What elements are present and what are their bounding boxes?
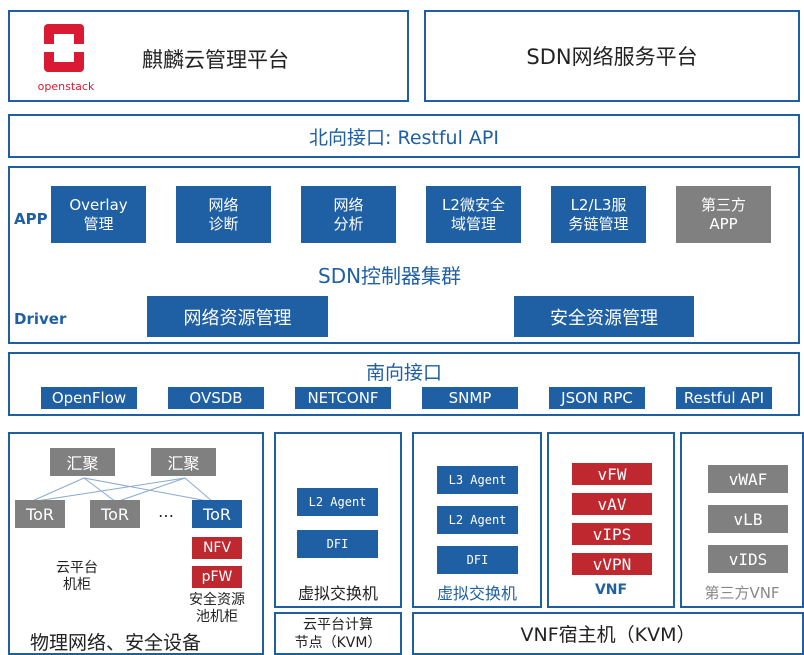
app-chain-line1: L2/L3服 <box>570 195 627 214</box>
cloud-cabinet-line1: 云平台 <box>56 560 98 576</box>
app-l2sec-line1: L2微安全 <box>442 195 505 214</box>
northbound-label: 北向接口: Restful API <box>309 126 499 149</box>
openstack-logo-icon <box>44 24 84 72</box>
app-overlay: Overlay 管理 <box>51 186 146 243</box>
third-party-vnf-label: 第三方VNF <box>704 584 780 602</box>
compute-node-line2: 节点（KVM） <box>294 635 382 651</box>
third-vids: vIDS <box>708 545 788 573</box>
nfv-device: NFV <box>192 537 242 559</box>
app-network-diagnosis: 网络 诊断 <box>176 186 271 243</box>
aggregation-switch-2: 汇聚 <box>151 448 216 476</box>
vnf-vfw: vFW <box>572 463 652 485</box>
cloud-compute-node: 云平台计算 节点（KVM） <box>274 612 402 655</box>
security-cabinet-label: 安全资源 池机柜 <box>176 592 258 626</box>
openstack-logo: openstack <box>24 20 104 98</box>
proto-openflow: OpenFlow <box>41 387 137 409</box>
tor-ellipsis: … <box>158 502 174 521</box>
proto-restful-api: Restful API <box>676 387 772 409</box>
vswitch1-label: 虚拟交换机 <box>297 584 378 603</box>
vnf-label: VNF <box>594 582 628 598</box>
aggregation-switch-1: 汇聚 <box>50 448 115 476</box>
vswitch2-dfi: DFI <box>437 546 518 574</box>
vnf-vav: vAV <box>572 493 652 515</box>
southbound-interface: 南向接口 <box>8 352 800 416</box>
vswitch-panel-1 <box>274 432 402 608</box>
proto-ovsdb: OVSDB <box>168 387 264 409</box>
vswitch1-dfi: DFI <box>297 530 378 558</box>
security-cabinet-line1: 安全资源 <box>189 592 245 608</box>
vnf-vips: vIPS <box>572 523 652 545</box>
cluster-title: SDN控制器集群 <box>318 264 462 288</box>
vswitch2-l3-agent: L3 Agent <box>437 466 518 494</box>
cloud-cabinet-line2: 机柜 <box>63 577 91 593</box>
driver-label: Driver <box>14 310 67 328</box>
app-network-analysis: 网络 分析 <box>301 186 396 243</box>
sdn-service-panel: SDN网络服务平台 <box>424 10 800 102</box>
driver-security-resource: 安全资源管理 <box>514 296 694 337</box>
proto-snmp: SNMP <box>422 387 518 409</box>
sdn-service-title: SDN网络服务平台 <box>526 45 698 69</box>
proto-netconf: NETCONF <box>295 387 391 409</box>
vswitch1-l2-agent: L2 Agent <box>297 488 378 516</box>
security-cabinet-line2: 池机柜 <box>196 609 238 625</box>
third-vwaf: vWAF <box>708 465 788 493</box>
app-analysis-line2: 分析 <box>333 214 364 233</box>
cloud-platform-title: 麒麟云管理平台 <box>142 48 289 72</box>
southbound-title: 南向接口 <box>365 362 442 384</box>
vswitch2-l2-agent: L2 Agent <box>437 506 518 534</box>
app-l2sec-line2: 域管理 <box>450 214 496 233</box>
cloud-cabinet-label: 云平台 机柜 <box>42 560 112 594</box>
cloud-platform-panel: openstack 麒麟云管理平台 <box>8 10 409 102</box>
app-service-chain: L2/L3服 务链管理 <box>551 186 646 243</box>
app-overlay-line2: 管理 <box>83 214 114 233</box>
app-l2-micro-security: L2微安全 域管理 <box>426 186 521 243</box>
pfw-device: pFW <box>192 566 242 588</box>
third-vlb: vLB <box>708 505 788 533</box>
tor-switch-3: ToR <box>192 500 242 528</box>
openstack-logo-text: openstack <box>37 80 95 93</box>
vnf-panel <box>547 432 675 608</box>
topology-links <box>29 477 214 503</box>
app-analysis-line1: 网络 <box>333 195 364 214</box>
vswitch2-label: 虚拟交换机 <box>436 584 517 603</box>
app-third-line2: APP <box>709 214 738 233</box>
app-overlay-line1: Overlay <box>69 195 128 214</box>
app-diagnosis-line1: 网络 <box>208 195 239 214</box>
northbound-interface: 北向接口: Restful API <box>8 114 800 158</box>
vnf-vvpn: vVPN <box>572 553 652 575</box>
vnf-host-label: VNF宿主机（KVM） <box>520 624 696 646</box>
vnf-host-panel: VNF宿主机（KVM） <box>412 612 804 655</box>
app-label: APP <box>14 210 48 228</box>
physical-footer: 物理网络、安全设备 <box>30 632 202 654</box>
app-diagnosis-line2: 诊断 <box>208 214 239 233</box>
proto-json-rpc: JSON RPC <box>549 387 645 409</box>
app-third-party: 第三方 APP <box>676 186 771 243</box>
driver-network-resource: 网络资源管理 <box>147 296 328 337</box>
app-third-line1: 第三方 <box>700 195 746 214</box>
compute-node-line1: 云平台计算 <box>303 617 373 633</box>
tor-switch-1: ToR <box>15 500 65 528</box>
tor-switch-2: ToR <box>90 500 140 528</box>
app-chain-line2: 务链管理 <box>568 214 629 233</box>
